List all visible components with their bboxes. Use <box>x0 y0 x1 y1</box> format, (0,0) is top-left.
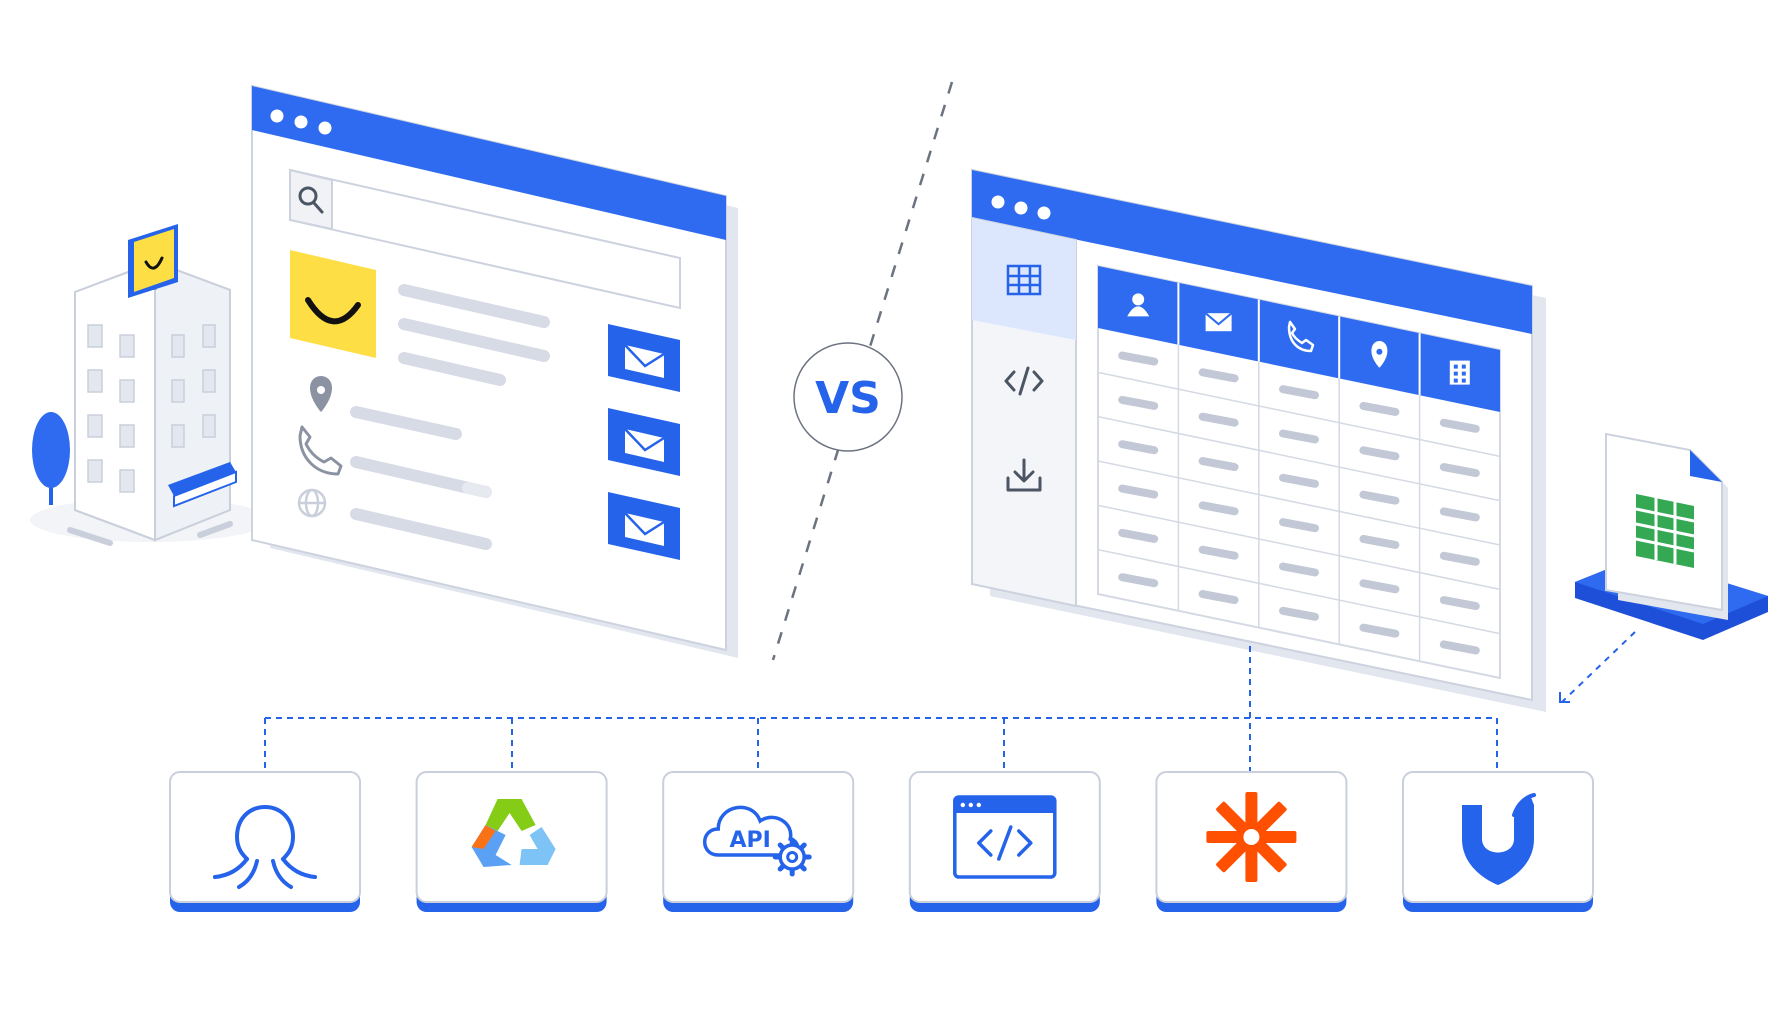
table-cell-placeholder <box>1439 596 1480 611</box>
download-icon[interactable] <box>1006 458 1042 492</box>
globe-icon <box>297 488 327 518</box>
code-icon[interactable] <box>1004 366 1044 396</box>
sheets-file-icon <box>1605 432 1728 620</box>
integration-tile[interactable] <box>908 771 1101 912</box>
vs-label: VS <box>815 373 881 424</box>
shield-u-icon <box>1462 793 1536 885</box>
table-cell-placeholder <box>1279 385 1319 400</box>
table-cell-placeholder <box>1279 429 1319 444</box>
email-button-list <box>608 324 680 560</box>
api-cloud-icon: API <box>702 805 812 877</box>
building-icon <box>1449 360 1470 385</box>
phone-icon <box>1287 320 1315 353</box>
table-cell-placeholder <box>1198 457 1239 472</box>
table-cell-placeholder <box>1359 446 1400 461</box>
octopus-icon <box>213 805 317 889</box>
email-button[interactable] <box>608 492 680 560</box>
table-icon <box>1006 264 1042 296</box>
email-icon <box>624 344 665 378</box>
table-cell-placeholder <box>1118 351 1159 366</box>
integration-connectors <box>264 646 1498 772</box>
data-table-window <box>971 168 1546 712</box>
zapier-asterisk-icon <box>1206 792 1297 882</box>
integration-list: API <box>169 771 1594 912</box>
table-cell-placeholder <box>1359 534 1400 549</box>
table-cell-placeholder <box>1198 501 1239 516</box>
table-cell-placeholder <box>1359 401 1400 416</box>
divider-line <box>771 81 954 661</box>
contact-text-lines <box>350 406 492 550</box>
table-cell-placeholder <box>1118 484 1159 499</box>
table-cell-placeholder <box>1118 395 1159 410</box>
profile-text-lines <box>398 284 550 386</box>
table-cell-placeholder <box>1359 579 1400 594</box>
table-cell-placeholder <box>1118 573 1159 588</box>
table-cell-placeholder <box>1439 463 1480 478</box>
sidebar-item-table[interactable] <box>972 218 1076 340</box>
phone-icon <box>298 425 343 476</box>
location-pin-icon <box>310 376 332 412</box>
integration-tile[interactable] <box>169 771 361 912</box>
yellow-logo-sign <box>128 224 178 298</box>
api-label: API <box>730 828 771 853</box>
integration-tile[interactable] <box>415 771 608 912</box>
table-cell-placeholder <box>1359 623 1400 638</box>
table-cell-placeholder <box>1198 412 1239 427</box>
table-cell-placeholder <box>1439 418 1480 433</box>
location-pin-icon <box>1371 341 1388 368</box>
table-cell-placeholder <box>1118 440 1159 455</box>
window-controls <box>991 195 1051 220</box>
contacts-table <box>1097 264 1501 680</box>
window-title-bar <box>252 86 726 240</box>
integration-tile[interactable] <box>1155 771 1348 912</box>
table-cell-placeholder <box>1439 640 1480 655</box>
email-button[interactable] <box>608 324 680 392</box>
table-cell-placeholder <box>1198 368 1239 383</box>
table-cell-placeholder <box>1279 518 1319 533</box>
vs-badge: VS <box>793 342 903 452</box>
table-cell-placeholder <box>1439 507 1480 522</box>
integration-tile[interactable]: API <box>662 771 855 912</box>
table-cell-placeholder <box>1118 528 1159 543</box>
table-cell-placeholder <box>1279 606 1319 621</box>
person-icon <box>1127 293 1150 317</box>
table-header-row <box>1098 266 1500 412</box>
tree-icon <box>32 412 70 505</box>
window-title-bar <box>972 170 1532 334</box>
email-button[interactable] <box>608 408 680 476</box>
office-building <box>30 224 270 546</box>
email-icon <box>1204 312 1233 332</box>
email-icon <box>624 512 665 546</box>
company-logo <box>290 250 376 358</box>
window-controls <box>270 109 332 135</box>
recycle-shapes-icon <box>471 799 556 867</box>
table-cell-placeholder <box>1198 545 1239 560</box>
contact-profile-window <box>251 84 738 658</box>
table-cell-placeholder <box>1279 562 1319 577</box>
email-icon <box>624 428 665 462</box>
table-cell-placeholder <box>1198 590 1239 605</box>
table-cell-placeholder <box>1279 473 1319 488</box>
table-cell-placeholder <box>1359 490 1400 505</box>
integration-tile[interactable] <box>1402 771 1594 912</box>
spreadsheet-export <box>1559 432 1768 703</box>
code-window-icon <box>953 795 1057 879</box>
table-cell-placeholder <box>1439 551 1480 566</box>
search-icon <box>298 186 324 214</box>
